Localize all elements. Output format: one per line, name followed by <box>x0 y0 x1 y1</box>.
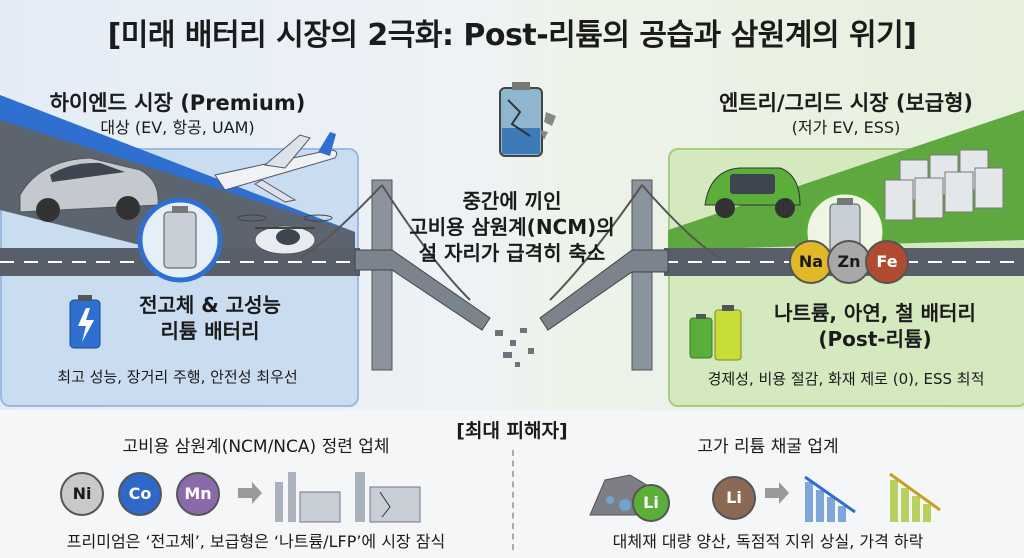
bottom-section: [최대 피해자] 고비용 삼원계(NCM/NCA) 정련 업체 Ni Co Mn… <box>0 410 1024 558</box>
sodium-badge: Na <box>789 240 833 284</box>
entry-battery-label-1: 나트륨, 아연, 철 배터리 <box>774 301 976 325</box>
center-line-1: 중간에 끼인 <box>462 189 562 213</box>
premium-car-icon <box>19 157 159 222</box>
scene-illustration <box>0 82 1024 371</box>
falling-price-chart-icon <box>765 472 941 522</box>
biggest-victim-label: [최대 피해자] <box>456 420 568 442</box>
lithium-miner-heading: 고가 리튬 채굴 업계 <box>697 437 839 457</box>
lithium-battery-icon <box>69 295 101 349</box>
premium-heading: 하이엔드 시장 (Premium) <box>49 91 306 115</box>
lithium-badge-brown: Li <box>712 476 756 520</box>
iron-badge: Fe <box>865 240 909 284</box>
declining-factory-icon <box>238 472 421 523</box>
premium-battery-label-2: 리튬 배터리 <box>160 319 260 343</box>
lithium-badge-green: Li <box>632 484 670 522</box>
debris <box>495 328 534 367</box>
lithium-miner-note: 대체재 대량 양산, 독점적 지위 상실, 가격 하락 <box>612 532 924 551</box>
ncm-refiner-note: 프리미엄은 ‘전고체’, 보급형은 ‘나트륨/LFP’에 시장 잠식 <box>66 532 446 551</box>
ncm-refiner-heading: 고비용 삼원계(NCM/NCA) 정련 업체 <box>122 437 390 457</box>
entry-description: 경제성, 비용 절감, 화재 제로 (0), ESS 최적 <box>707 370 985 388</box>
entry-heading: 엔트리/그리드 시장 (보급형) <box>718 91 973 115</box>
solid-state-battery-icon <box>137 197 223 283</box>
broken-deck-right <box>539 249 669 331</box>
entry-subheading: (저가 EV, ESS) <box>791 118 901 137</box>
manganese-badge: Mn <box>176 472 220 516</box>
center-line-2: 고비용 삼원계(NCM)의 <box>409 215 615 239</box>
premium-subheading: 대상 (EV, 항공, UAM) <box>100 118 255 137</box>
cobalt-badge: Co <box>118 472 162 516</box>
uam-drone-icon <box>237 214 333 255</box>
premium-battery-label-1: 전고체 & 고성능 <box>139 293 281 317</box>
page-title: [미래 배터리 시장의 2극화: Post-리튬의 공습과 삼원계의 위기] <box>107 18 917 53</box>
right-pylon <box>631 179 653 371</box>
green-battery-icon <box>689 305 742 361</box>
broken-deck-left <box>354 249 491 331</box>
left-pylon <box>371 179 393 371</box>
ess-container-icon <box>884 149 1004 221</box>
center-line-3: 설 자리가 급격히 축소 <box>418 241 606 265</box>
divider <box>512 450 514 550</box>
airplane-icon <box>214 132 338 203</box>
entry-battery-label-2: (Post-리튬) <box>818 327 932 351</box>
cracked-battery-icon <box>499 82 556 157</box>
premium-description: 최고 성능, 장거리 주행, 안전성 최우선 <box>57 368 298 386</box>
entry-car-icon <box>704 167 801 218</box>
nickel-badge: Ni <box>60 472 104 516</box>
